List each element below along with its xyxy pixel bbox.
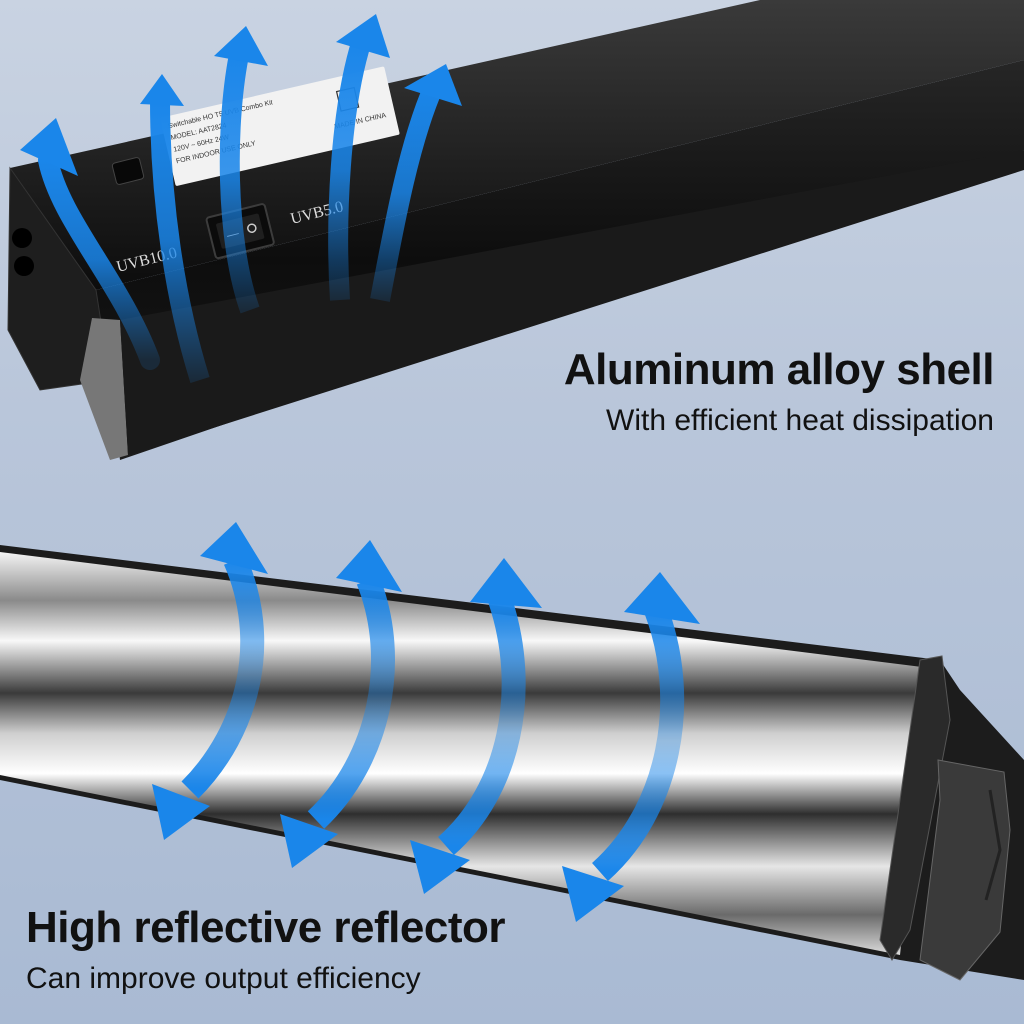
feature-subtitle: With efficient heat dissipation [606,404,994,437]
arrow-up-icon [336,14,390,58]
feature-subtitle: Can improve output efficiency [26,962,421,995]
arrow-up-icon [140,74,184,106]
reflection-arrows [152,522,700,922]
arrow-down-icon [280,814,338,868]
feature-title: Aluminum alloy shell [563,345,995,394]
arrow-up-icon [404,64,462,106]
arrow-up-icon [200,522,268,574]
arrow-up-icon [214,26,268,66]
arrow-down-icon [410,840,470,894]
arrow-up-icon [624,572,700,624]
feature-reflector: High reflective reflector Can improve ou… [26,903,506,995]
arrow-up-icon [470,558,542,608]
heat-arrows [20,14,462,383]
feature-aluminum-shell: Aluminum alloy shell With efficient heat… [563,345,995,437]
arrow-up-icon [20,118,78,176]
feature-title: High reflective reflector [26,903,506,952]
arrow-up-icon [336,540,402,592]
arrow-down-icon [152,784,210,840]
arrow-down-icon [562,866,624,922]
